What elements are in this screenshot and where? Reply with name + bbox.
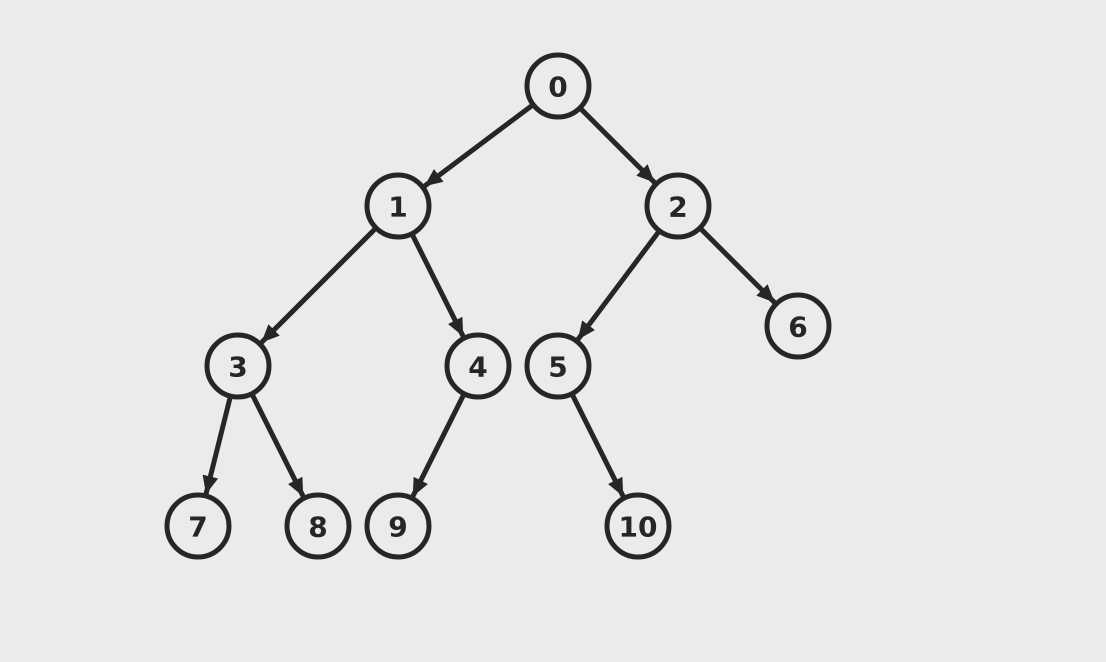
node-label-6: 6: [788, 311, 807, 344]
node-9: 9: [364, 492, 432, 560]
edge-4-to-9: [410, 393, 466, 498]
edges-layer: [202, 103, 777, 498]
node-label-5: 5: [548, 351, 567, 384]
node-4: 4: [444, 332, 512, 400]
edge-2-to-5: [575, 230, 661, 342]
node-10: 10: [604, 492, 672, 560]
node-circle-8: [284, 492, 352, 560]
node-circle-10: [604, 492, 672, 560]
edge-1-to-3: [259, 226, 378, 345]
node-circle-3: [204, 332, 272, 400]
node-label-1: 1: [388, 191, 407, 224]
node-7: 7: [164, 492, 232, 560]
edge-1-to-4: [410, 233, 466, 338]
node-1: 1: [364, 172, 432, 240]
edge-3-to-8: [250, 393, 306, 498]
edge-2-to-6: [698, 226, 777, 305]
node-circle-0: [524, 52, 592, 120]
node-circle-9: [364, 492, 432, 560]
node-circle-4: [444, 332, 512, 400]
node-label-0: 0: [548, 71, 567, 104]
node-circle-7: [164, 492, 232, 560]
node-circle-5: [524, 332, 592, 400]
node-label-9: 9: [388, 511, 407, 544]
node-0: 0: [524, 52, 592, 120]
nodes-layer: 0 1 2 3 4 5 6 7 8 9 10: [164, 52, 832, 560]
edge-3-to-7: [202, 396, 233, 495]
node-3: 3: [204, 332, 272, 400]
edge-0-to-1: [422, 103, 534, 189]
node-label-2: 2: [668, 191, 687, 224]
node-label-10: 10: [619, 511, 658, 544]
node-6: 6: [764, 292, 832, 360]
node-label-8: 8: [308, 511, 327, 544]
node-8: 8: [284, 492, 352, 560]
node-circle-1: [364, 172, 432, 240]
node-label-3: 3: [228, 351, 247, 384]
edge-5-to-10: [570, 393, 626, 498]
node-circle-2: [644, 172, 712, 240]
node-label-7: 7: [188, 511, 207, 544]
node-2: 2: [644, 172, 712, 240]
node-label-4: 4: [468, 351, 487, 384]
edge-0-to-2: [578, 106, 657, 185]
node-circle-6: [764, 292, 832, 360]
node-5: 5: [524, 332, 592, 400]
